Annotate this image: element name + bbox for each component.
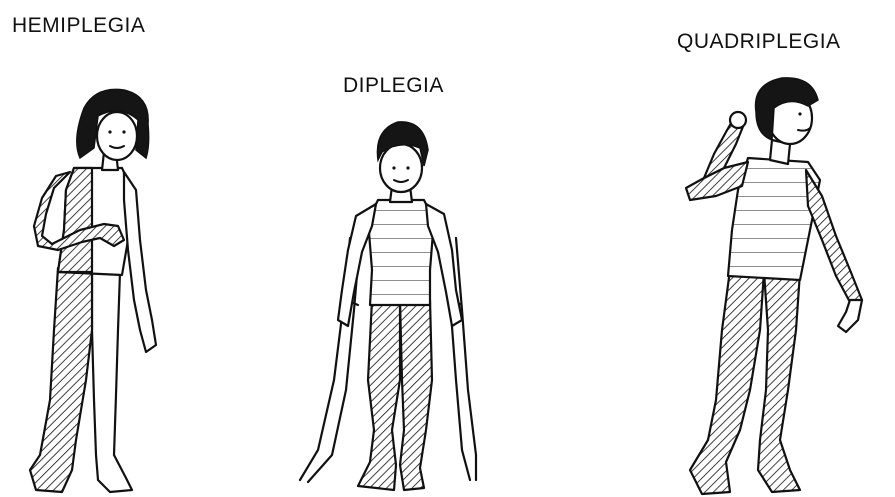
quad-left-hand xyxy=(730,112,746,128)
diplegia-face xyxy=(380,144,422,192)
figure-quadriplegia xyxy=(686,78,862,494)
hemi-right-arm xyxy=(124,172,156,352)
hemi-right-leg xyxy=(92,270,132,492)
hemi-torso-left-half xyxy=(58,168,92,272)
quad-right-arm xyxy=(806,170,862,306)
hemi-face xyxy=(97,112,137,160)
diplegia-left-leg xyxy=(358,300,400,490)
quad-right-leg xyxy=(758,272,800,492)
quad-left-leg xyxy=(690,270,764,494)
figure-diplegia xyxy=(300,122,476,490)
figure-hemiplegia xyxy=(30,89,156,492)
diplegia-left-arm xyxy=(338,204,376,326)
quad-right-hand xyxy=(838,300,862,332)
hemi-left-leg xyxy=(30,268,92,492)
diplegia-right-leg xyxy=(400,300,432,490)
diplegia-torso xyxy=(368,200,434,305)
